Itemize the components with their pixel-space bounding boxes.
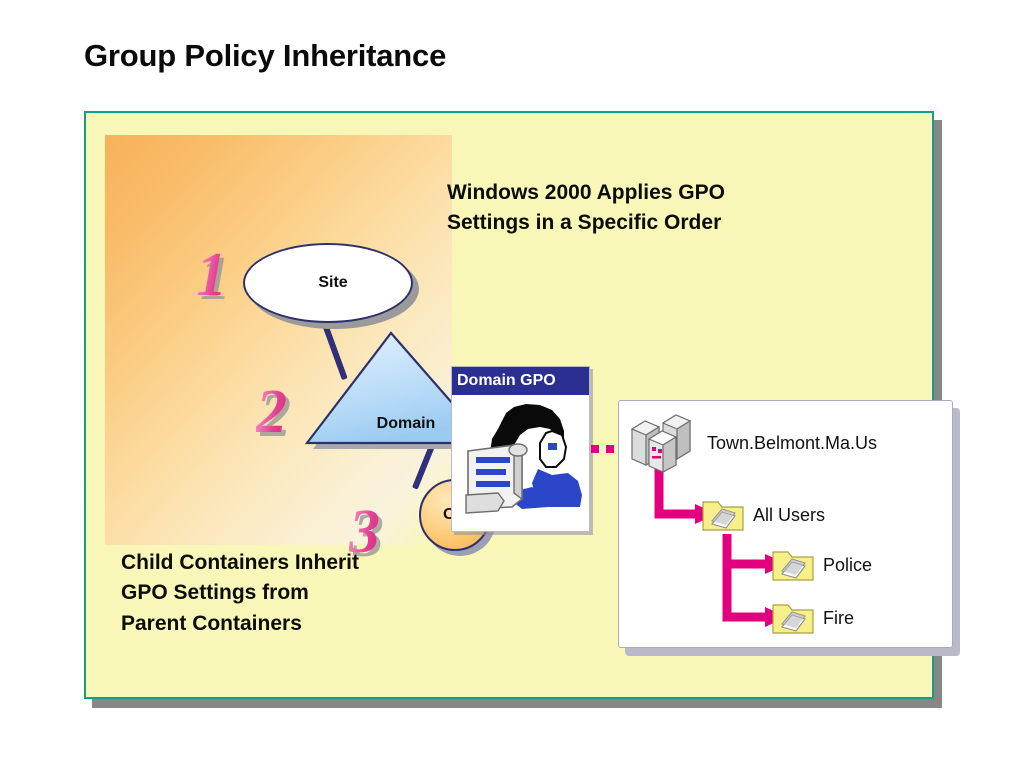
gpo-to-domain-link [591, 445, 643, 453]
ad-tree-item-all-users[interactable]: All Users [701, 496, 825, 534]
domain-gpo-title: Domain GPO [457, 372, 556, 389]
ad-tree-item-label: Fire [823, 607, 854, 628]
domain-gpo-icon-area [452, 395, 589, 531]
domain-triangle-icon [304, 331, 493, 449]
domain-node-label: Domain [376, 415, 436, 432]
group-policy-icon [465, 404, 582, 514]
folder-icon [702, 501, 744, 531]
ad-tree-item-label: Police [823, 554, 873, 575]
headline-text: Windows 2000 Applies GPO Settings in a S… [447, 181, 725, 235]
folder-icon [772, 551, 814, 581]
ad-tree-root[interactable]: Town.Belmont.Ma.Us [629, 413, 877, 473]
step-number-1: 1 [196, 241, 227, 309]
ad-tree-item-police[interactable]: Police [771, 546, 872, 584]
ad-tree-root-label: Town.Belmont.Ma.Us [707, 432, 878, 453]
ad-tree-panel: Town.Belmont.Ma.Us All Users Police Fire [618, 400, 953, 648]
ad-tree-item-label: All Users [753, 504, 826, 525]
caption-text: Child Containers Inherit GPO Settings fr… [121, 551, 360, 635]
ad-tree-item-fire[interactable]: Fire [771, 599, 854, 637]
folder-icon [772, 604, 814, 634]
domain-gpo-card[interactable]: Domain GPO [451, 366, 590, 532]
step-number-2: 2 [256, 378, 287, 446]
page-title: Group Policy Inheritance [84, 38, 447, 73]
domain-node[interactable]: Domain [303, 327, 503, 451]
domain-servers-icon [630, 414, 692, 473]
site-node-label: Site [318, 274, 348, 291]
step-number-3: 3 [349, 498, 380, 566]
domain-gpo-titlebar: Domain GPO [452, 367, 589, 395]
site-node[interactable]: Site [243, 243, 413, 323]
